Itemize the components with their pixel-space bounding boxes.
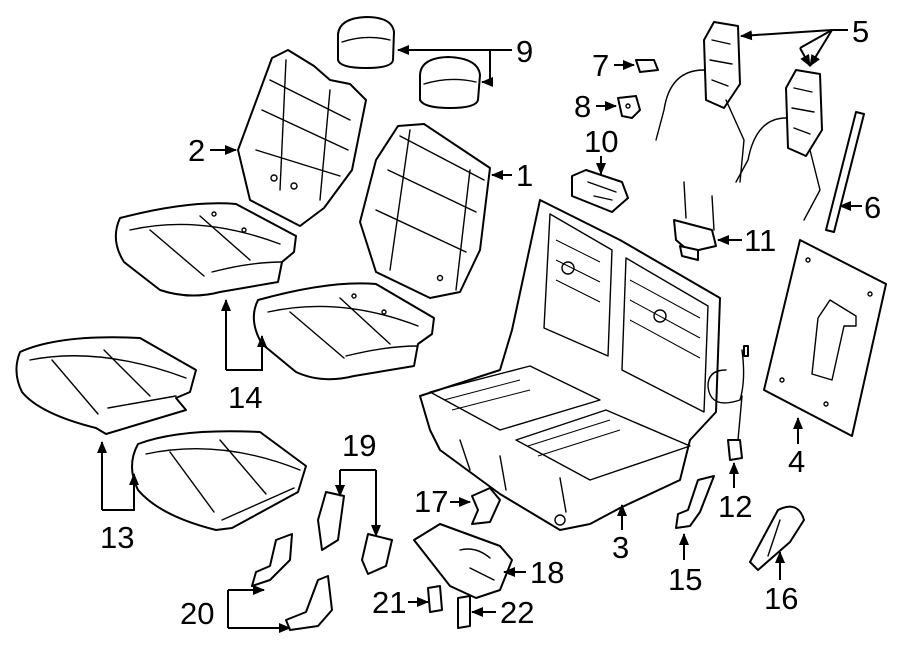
callout-17: 17: [414, 484, 448, 519]
pivot-cover-upper[interactable]: [317, 491, 345, 551]
callout-5: 5: [852, 14, 869, 49]
seatback-wide[interactable]: [359, 123, 491, 299]
callout-20: 20: [180, 596, 214, 631]
clip[interactable]: [635, 59, 659, 73]
callout-4: 4: [788, 444, 805, 479]
trim-panel-lower[interactable]: [285, 575, 333, 631]
headrest-right[interactable]: [419, 56, 481, 109]
callout-1: 1: [516, 158, 533, 193]
cushion-upper-left[interactable]: [114, 202, 297, 297]
cushion-lower-left[interactable]: [15, 336, 197, 435]
trim-bracket[interactable]: [675, 475, 715, 529]
callout-9: 9: [516, 34, 533, 69]
callout-7: 7: [592, 48, 609, 83]
callout-13: 13: [100, 520, 134, 555]
callout-3: 3: [612, 530, 629, 565]
callout-labels: 1 2 3 4 5 6 7 8 9 10 11 12 13 14 15 16 1…: [100, 14, 881, 631]
callout-12: 12: [718, 489, 752, 524]
callout-6: 6: [864, 190, 881, 225]
cushion-lower-right[interactable]: [131, 430, 307, 531]
clip-small-22[interactable]: [457, 595, 471, 629]
bracket[interactable]: [617, 95, 641, 119]
latch-assembly-left[interactable]: [655, 21, 745, 183]
rear-panel[interactable]: [763, 239, 887, 437]
callout-19: 19: [342, 428, 376, 463]
callout-18: 18: [530, 555, 564, 590]
callout-2: 2: [188, 133, 205, 168]
cushion-upper-right[interactable]: [252, 282, 435, 381]
latch-assembly-right[interactable]: [735, 69, 823, 221]
callout-21: 21: [372, 585, 406, 620]
callout-14: 14: [228, 380, 262, 415]
cable-connector[interactable]: [707, 345, 749, 461]
headrest-guide[interactable]: [673, 181, 717, 261]
clip-small-21[interactable]: [427, 585, 443, 613]
seat-frame[interactable]: [419, 199, 721, 531]
seatback-narrow[interactable]: [237, 49, 367, 227]
callout-16: 16: [764, 581, 798, 616]
callout-15: 15: [668, 562, 702, 597]
headrest-left[interactable]: [337, 16, 395, 69]
leader-lines: [97, 29, 862, 633]
trim-panel-upper[interactable]: [251, 533, 293, 587]
callout-8: 8: [574, 89, 591, 124]
armrest-cover[interactable]: [571, 169, 629, 213]
hinge-bracket[interactable]: [471, 487, 501, 525]
callout-11: 11: [744, 223, 776, 258]
rod[interactable]: [825, 111, 865, 233]
pivot-cover-lower[interactable]: [361, 533, 393, 575]
side-cover[interactable]: [749, 505, 805, 571]
callout-10: 10: [584, 124, 618, 159]
callout-22: 22: [500, 595, 534, 630]
